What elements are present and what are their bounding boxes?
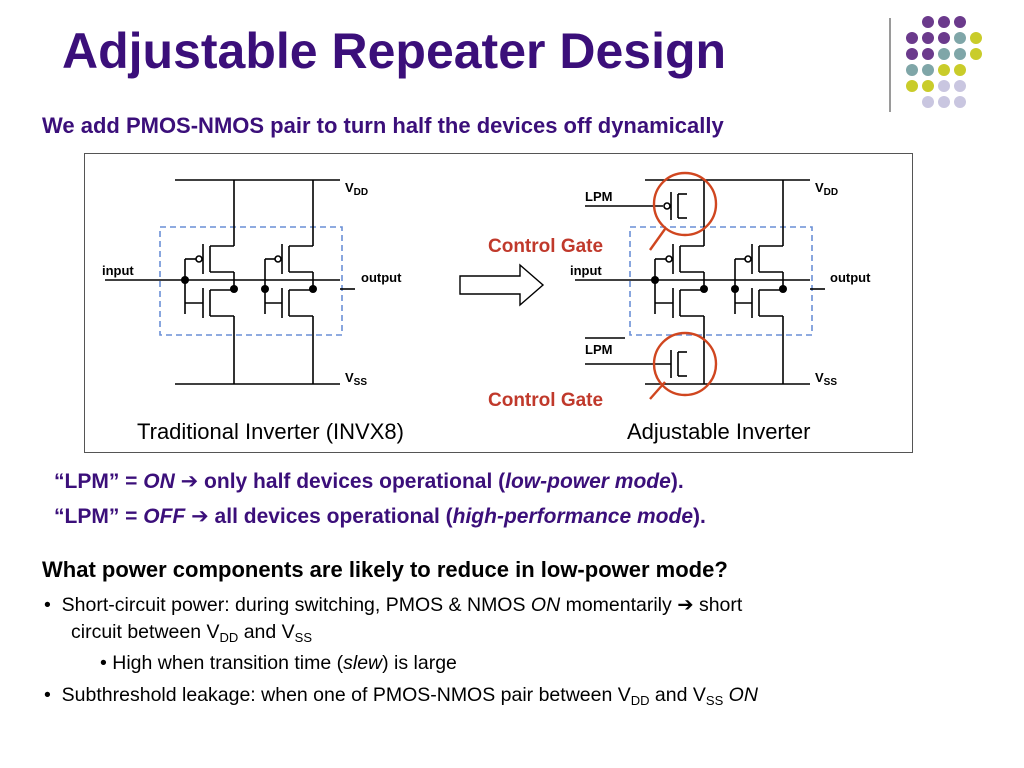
dot xyxy=(906,64,918,76)
bullet-marker: • xyxy=(44,684,51,706)
lpm-off-line: “LPM” = OFF ➔ all devices operational (h… xyxy=(54,504,706,529)
vdd-label-left: VDD xyxy=(345,180,368,198)
control-gate-label-bottom: Control Gate xyxy=(488,390,603,411)
slide-title: Adjustable Repeater Design xyxy=(62,23,727,79)
vss-label-left: VSS xyxy=(345,370,367,388)
dot xyxy=(954,64,966,76)
dot xyxy=(938,64,950,76)
lpm-off-suffix: ). xyxy=(693,505,706,528)
dot xyxy=(922,96,934,108)
dot xyxy=(954,80,966,92)
dot xyxy=(938,96,950,108)
arrow-right-icon: ➔ xyxy=(191,504,209,528)
arrow-icon xyxy=(459,263,545,307)
subscript-ss: SS xyxy=(294,630,313,645)
decorative-dot-grid xyxy=(906,16,990,112)
circuit-diagram: VDD VSS input output VDD VSS input outpu… xyxy=(102,171,871,411)
question-heading: What power components are likely to redu… xyxy=(42,557,728,582)
bullet-marker: • xyxy=(44,594,51,616)
bullet-text-slew: slew xyxy=(343,652,383,674)
bullet-text: ) is large xyxy=(382,652,457,674)
arrow-right-icon: ➔ xyxy=(677,593,694,616)
lpm-label-bottom: LPM xyxy=(585,342,612,357)
slide-subtitle: We add PMOS-NMOS pair to turn half the d… xyxy=(42,113,724,138)
dot xyxy=(954,32,966,44)
lpm-on-state: ON xyxy=(143,470,175,493)
bullet-text-on: ON xyxy=(530,594,561,616)
dot xyxy=(938,32,950,44)
lpm-on-line: “LPM” = ON ➔ only half devices operation… xyxy=(54,469,684,494)
dot xyxy=(922,64,934,76)
dot xyxy=(954,16,966,28)
dot xyxy=(922,48,934,60)
dot xyxy=(970,32,982,44)
dot xyxy=(922,16,934,28)
divider-line xyxy=(889,18,891,112)
bullet-text: and V xyxy=(238,621,295,643)
dot xyxy=(938,80,950,92)
lpm-on-text: only half devices operational ( xyxy=(198,470,506,493)
lpm-on-suffix: ). xyxy=(670,470,684,493)
bullet-text: Subthreshold leakage: when one of PMOS-N… xyxy=(61,684,631,706)
bullet-text: short xyxy=(693,594,743,616)
dot xyxy=(922,32,934,44)
dot xyxy=(906,32,918,44)
arrow-right-icon: ➔ xyxy=(180,469,199,493)
dot xyxy=(954,96,966,108)
dot xyxy=(922,80,934,92)
lpm-label-top: LPM xyxy=(585,189,612,204)
bullet-marker: • xyxy=(100,652,107,674)
bullet-text-on: ON xyxy=(728,684,758,706)
highlight-circle-top xyxy=(652,171,718,237)
dot xyxy=(970,48,982,60)
output-label-left: output xyxy=(361,270,402,285)
bullet-subthreshold: • Subthreshold leakage: when one of PMOS… xyxy=(44,684,758,708)
dot xyxy=(954,48,966,60)
lpm-on-mode: low-power mode xyxy=(505,470,671,493)
bullet-short-circuit-line2: circuit between VDD and VSS xyxy=(71,621,312,645)
vss-label-right: VSS xyxy=(815,370,837,388)
dot xyxy=(938,48,950,60)
lpm-off-text: all devices operational ( xyxy=(208,505,453,528)
inverter-box-right xyxy=(629,226,813,336)
lpm-off-mode: high-performance mode xyxy=(452,505,694,528)
bullet-text: and V xyxy=(649,684,706,706)
dot xyxy=(938,16,950,28)
caption-traditional-inverter: Traditional Inverter (INVX8) xyxy=(137,419,404,444)
bullet-short-circuit: • Short-circuit power: during switching,… xyxy=(44,593,742,617)
output-label-right: output xyxy=(830,270,871,285)
subscript-dd: DD xyxy=(219,630,239,645)
lpm-off-state: OFF xyxy=(143,505,186,528)
caption-adjustable-inverter: Adjustable Inverter xyxy=(627,419,811,444)
control-gate-label-top: Control Gate xyxy=(488,236,603,257)
input-label-right: input xyxy=(570,263,602,278)
sub-bullet-slew: • High when transition time (slew) is la… xyxy=(100,652,457,675)
pointer-line-top xyxy=(649,228,666,251)
bullet-text: Short-circuit power: during switching, P… xyxy=(61,594,531,616)
lpm-off-prefix: “LPM” = xyxy=(54,505,144,528)
input-label-left: input xyxy=(102,263,134,278)
bullet-text: momentarily xyxy=(560,594,678,616)
dot xyxy=(906,48,918,60)
vdd-label-right: VDD xyxy=(815,180,838,198)
dot xyxy=(906,80,918,92)
pointer-line-bottom xyxy=(649,381,666,400)
subscript-dd: DD xyxy=(630,693,650,708)
circuit-figure: VDD VSS input output VDD VSS input outpu… xyxy=(84,153,913,453)
highlight-circle-bottom xyxy=(652,331,718,397)
inverter-box-left xyxy=(159,226,343,336)
subscript-ss: SS xyxy=(705,693,724,708)
bullet-text: circuit between V xyxy=(71,621,220,643)
lpm-on-prefix: “LPM” = xyxy=(54,470,144,493)
bullet-text: High when transition time ( xyxy=(112,652,344,674)
